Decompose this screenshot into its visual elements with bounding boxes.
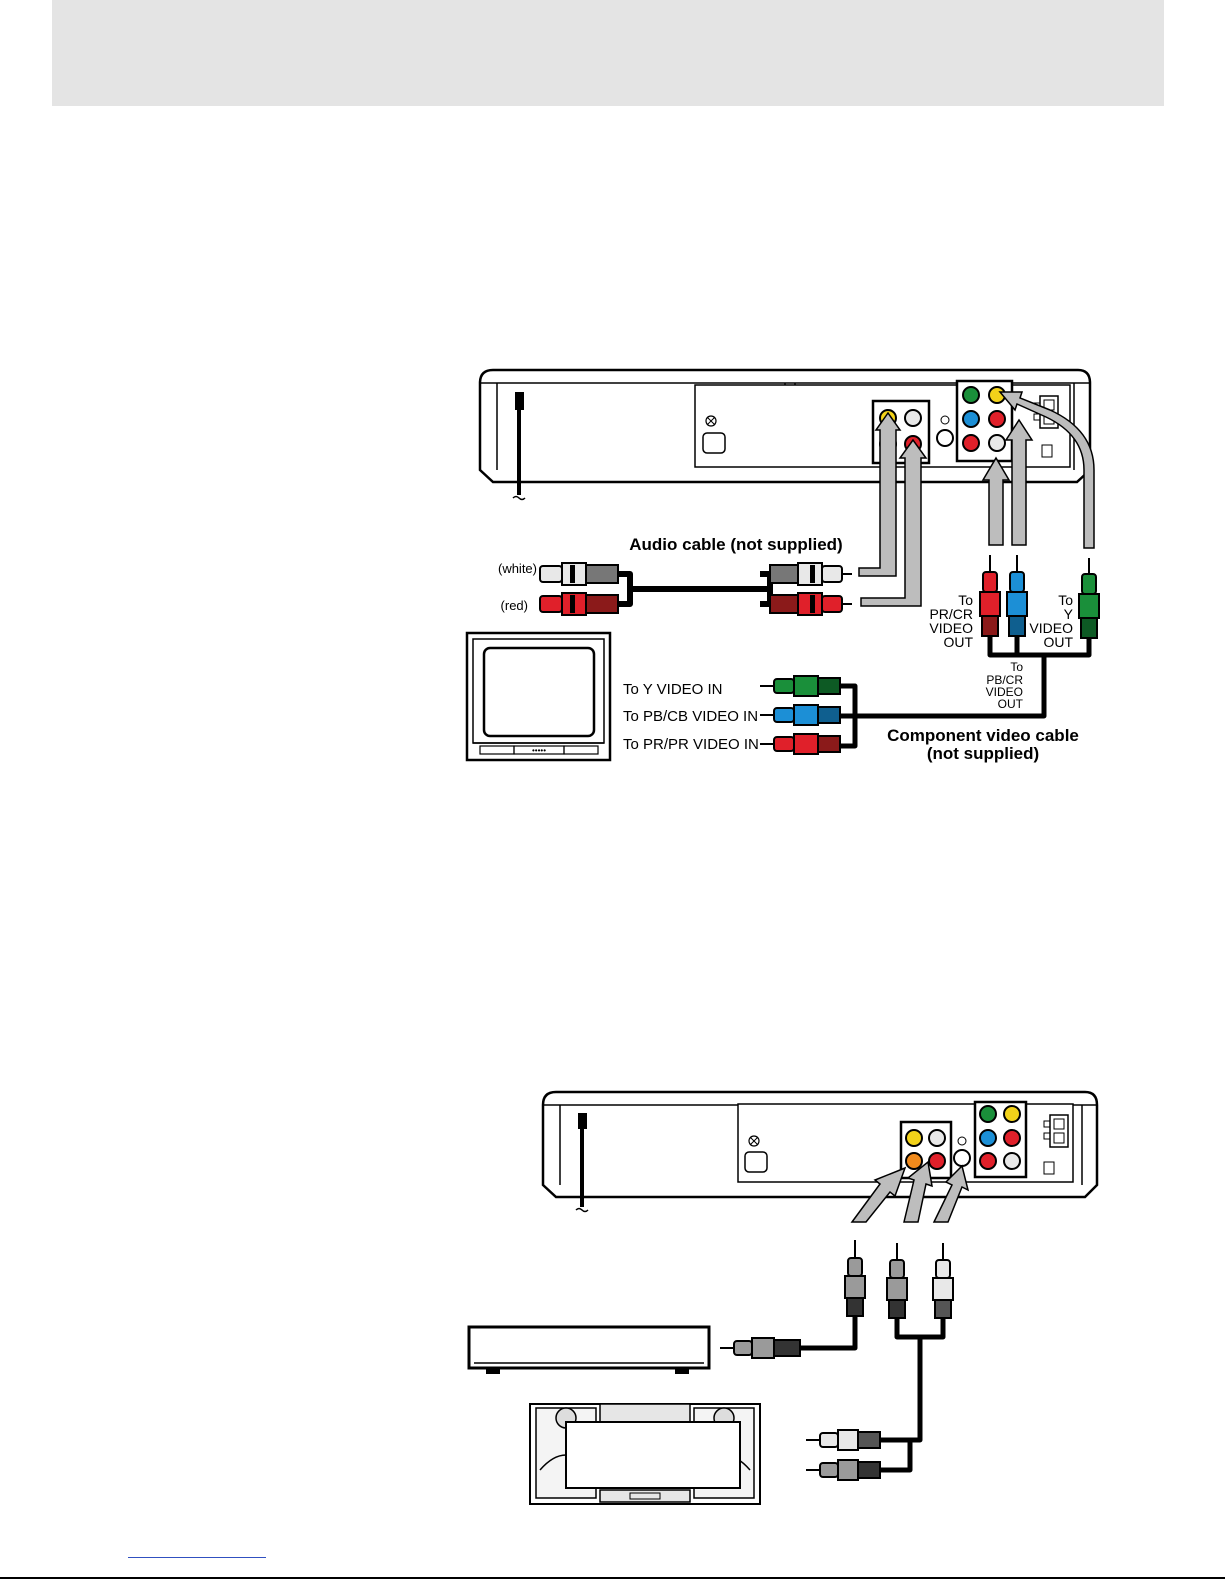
pr-out-label: To PR/CR VIDEO OUT [929,592,973,650]
component-plugs-horizontal [760,676,862,754]
y-out-line: OUT [1043,634,1073,650]
blue-plug-pb [1007,555,1027,636]
red-plug-left [540,593,618,615]
pr-out-line: OUT [943,634,973,650]
pb-video-in-label: To PB/CB VIDEO IN [623,708,758,725]
receiver-box [469,1327,709,1374]
white-plug-left [540,563,618,585]
pb-out-line: To [1010,660,1023,674]
component-cable-label-line2: (not supplied) [927,744,1039,763]
diagram-component-video: ••••• Audio [467,370,1099,763]
audio-cable [540,563,852,615]
y-out-label: To Y VIDEO OUT [1029,592,1073,650]
component-cable-label-line1: Component video cable [887,726,1079,745]
gray-plug-digital [845,1240,865,1316]
y-video-in-label: To Y VIDEO IN [623,681,723,698]
audio-plugs-stereo [806,1430,880,1480]
footer-rule [0,1577,1225,1579]
red-label: (red) [501,598,528,613]
audio-cable-label: Audio cable (not supplied) [629,535,842,554]
red-plug-pr [980,555,1000,636]
pr-video-in-label: To PR/PR VIDEO IN [623,736,759,753]
green-plug-y [1079,558,1099,638]
television: ••••• [467,633,610,760]
pb-out-label: To PB/CR VIDEO OUT [986,660,1024,711]
gray-plug-stereo [806,1460,880,1480]
white-plug-stereo [806,1430,880,1450]
diagram-audio-digital [469,1092,1097,1504]
red-plug-tv [760,734,840,754]
footer-link-underline [128,1557,266,1558]
gray-plug-receiver [720,1338,800,1358]
dvd-player-rear-panel-2 [543,1092,1097,1212]
white-plug-audio-right [933,1243,953,1318]
pb-out-line: OUT [998,697,1024,711]
stereo-system [530,1404,760,1504]
white-label: (white) [498,561,537,576]
gray-plug-audio-left [887,1243,907,1318]
red-plug-right [770,593,852,615]
green-plug-tv [760,676,840,696]
blue-plug-tv [760,705,840,725]
white-plug-right [770,563,852,585]
svg-text:•••••: ••••• [532,746,546,755]
